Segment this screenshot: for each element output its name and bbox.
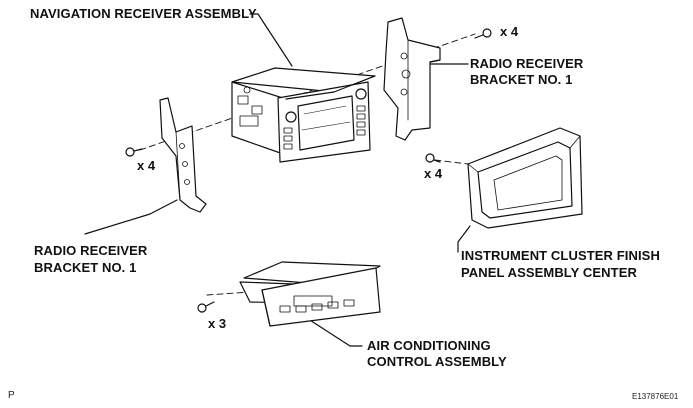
- label-navigation-receiver: NAVIGATION RECEIVER ASSEMBLY: [30, 6, 257, 21]
- screw-top-right: [474, 28, 492, 39]
- air-conditioning-control-assembly: [239, 261, 381, 327]
- instrument-cluster-finish-panel: [467, 127, 583, 229]
- qty-screws-left: x 4: [137, 158, 156, 173]
- screw-cluster: [425, 153, 441, 163]
- qty-screws-top-right: x 4: [500, 24, 519, 39]
- qty-screws-ac: x 3: [208, 316, 227, 331]
- navigation-receiver-assembly: [231, 67, 376, 163]
- label-bracket-left-line1: RADIO RECEIVER: [34, 243, 148, 258]
- screw-left: [125, 147, 143, 157]
- label-cluster-line2: PANEL ASSEMBLY CENTER: [461, 265, 637, 280]
- radio-receiver-bracket-left: [159, 97, 207, 213]
- label-bracket-right-line2: BRACKET NO. 1: [470, 72, 573, 87]
- label-ac-line2: CONTROL ASSEMBLY: [367, 354, 507, 369]
- screw-ac: [197, 301, 215, 313]
- label-bracket-left-line2: BRACKET NO. 1: [34, 260, 137, 275]
- corner-mark-p: P: [8, 390, 15, 401]
- label-ac-line1: AIR CONDITIONING: [367, 338, 491, 353]
- label-bracket-right-line1: RADIO RECEIVER: [470, 56, 584, 71]
- leader-lines: [84, 13, 471, 347]
- qty-screws-cluster: x 4: [424, 166, 443, 181]
- radio-receiver-bracket-right: [383, 17, 441, 141]
- figure-code: E137876E01: [632, 392, 679, 401]
- label-cluster-line1: INSTRUMENT CLUSTER FINISH: [461, 248, 660, 263]
